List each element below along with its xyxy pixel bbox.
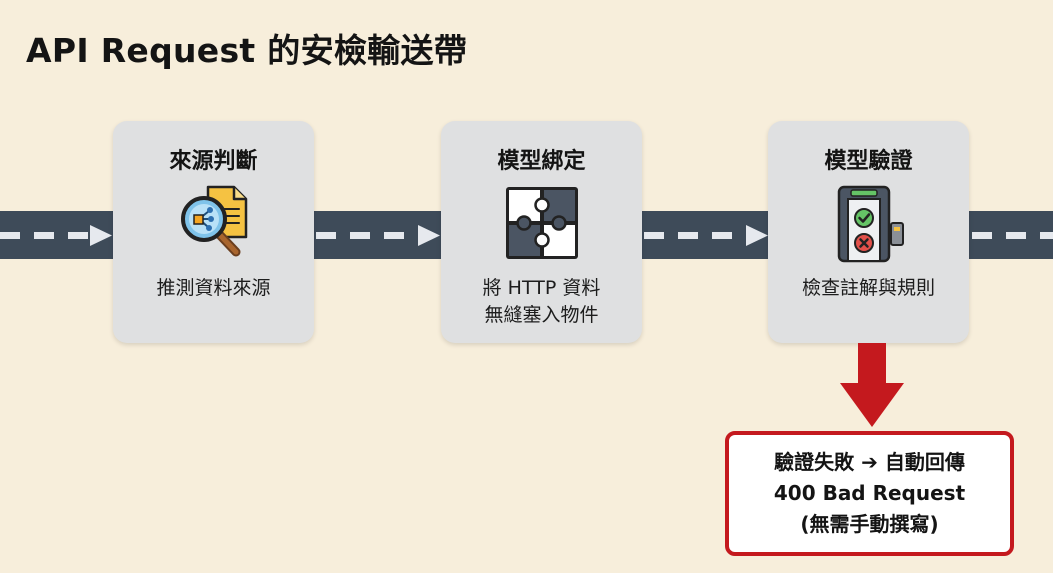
stage-model-validation: 模型驗證 檢查註解與規則 (768, 121, 969, 343)
result-line: 400 Bad Request (773, 481, 966, 505)
stage-title: 模型綁定 (497, 149, 586, 174)
result-line: (無需手動撰寫) (800, 512, 939, 536)
stage-description: 檢查註解與規則 (801, 277, 935, 299)
magnifier-document-icon (181, 185, 248, 257)
stage-title: 模型驗證 (824, 149, 913, 174)
stage-source-inference: 來源判斷 推測資料來源 (113, 121, 314, 343)
stage-model-binding: 模型綁定 將 HTTP 資料 無縫塞入物件 (441, 121, 642, 343)
security-gate-icon (837, 185, 904, 263)
conveyor-markings (0, 225, 1053, 246)
validation-failure-box: 驗證失敗 ➔ 自動回傳 400 Bad Request (無需手動撰寫) (725, 431, 1014, 556)
result-line: 驗證失敗 ➔ 自動回傳 (774, 450, 965, 474)
failure-arrow (840, 343, 904, 427)
stage-title: 來源判斷 (169, 149, 258, 174)
stage-description: 推測資料來源 (156, 277, 271, 299)
stage-description: 將 HTTP 資料 無縫塞入物件 (482, 277, 601, 326)
puzzle-icon (506, 187, 578, 259)
diagram-title: API Request 的安檢輸送帶 (26, 31, 468, 70)
